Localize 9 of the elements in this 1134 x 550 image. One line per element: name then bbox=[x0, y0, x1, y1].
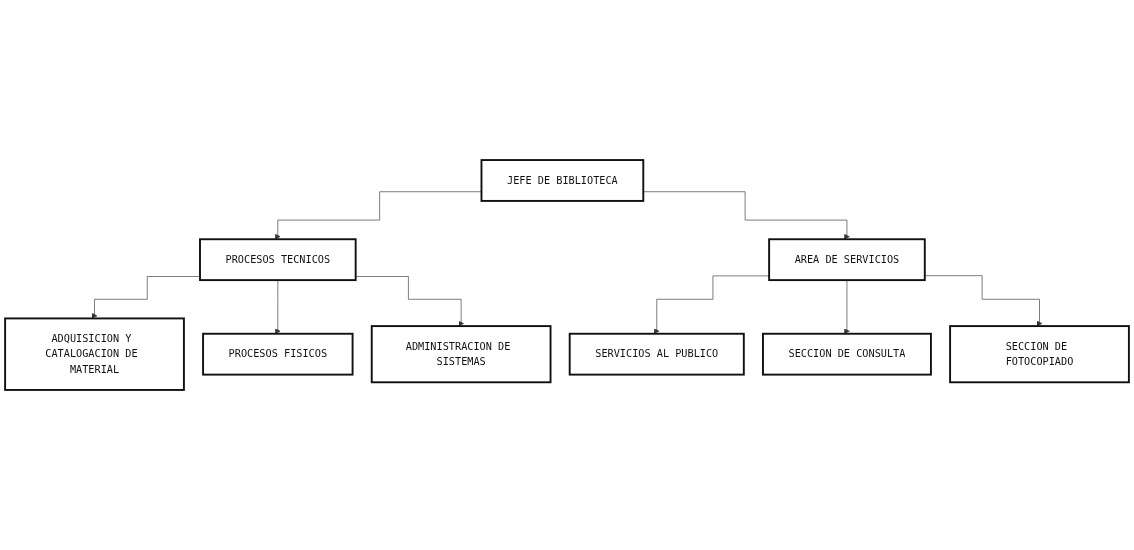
node-box: PROCESOS FISICOS bbox=[202, 332, 354, 376]
node-box: SECCION DE FOTOCOPIADO bbox=[949, 325, 1130, 384]
node-box: PROCESOS TECNICOS bbox=[199, 238, 357, 282]
node-box: ADQUISICION Y CATALOGACION DE MATERIAL bbox=[4, 317, 185, 391]
node-box: AREA DE SERVICIOS bbox=[768, 238, 926, 282]
node-box: ADMINISTRACION DE SISTEMAS bbox=[370, 325, 552, 384]
node-box: JEFE DE BIBLIOTECA bbox=[480, 159, 645, 202]
node-box: SERVICIOS AL PUBLICO bbox=[568, 332, 745, 376]
node-box: SECCION DE CONSULTA bbox=[762, 332, 932, 376]
